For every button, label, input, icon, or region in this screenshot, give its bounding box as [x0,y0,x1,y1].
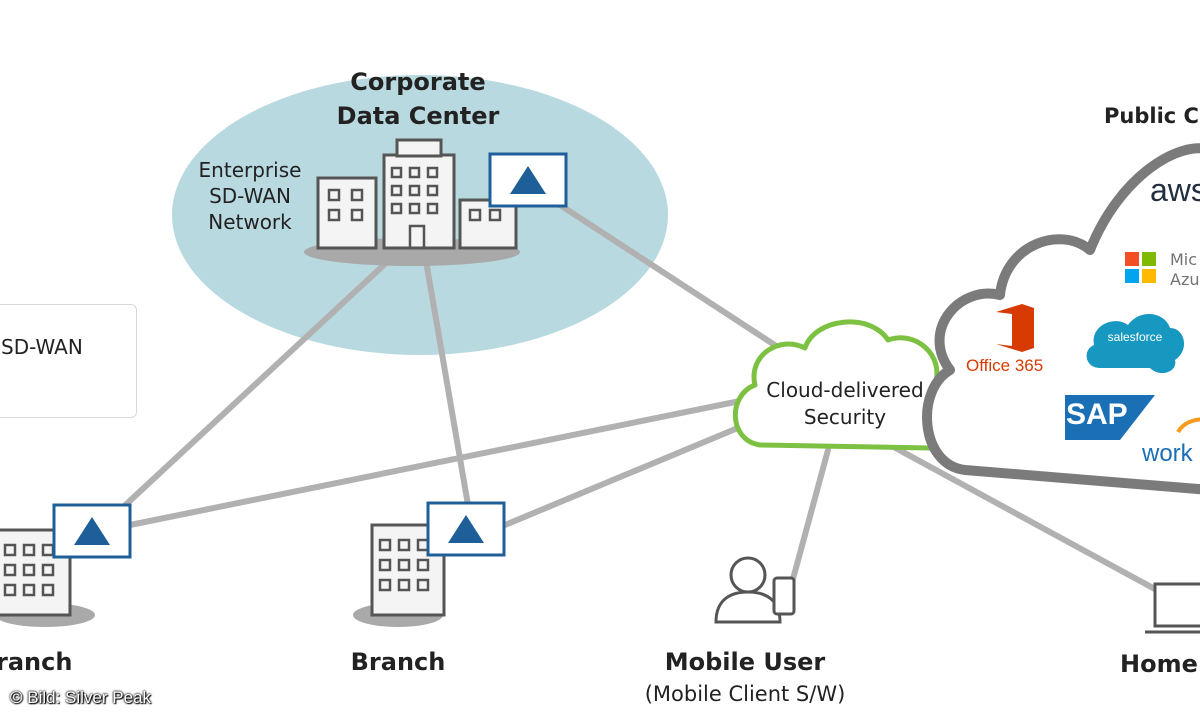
data-center-title-line1: Corporate [350,68,486,96]
link-left-branch-security [127,397,748,528]
center-branch-appliance-icon [426,501,506,557]
salesforce-logo-icon [1086,313,1185,374]
link-security-home [887,442,1178,603]
network-label-line1: Enterprise [198,158,302,182]
left-branch-label: ranch [0,648,73,676]
center-branch-building-icon [353,523,446,627]
left-branch-appliance-icon [52,503,132,559]
home-label: Home [1120,650,1198,678]
legend-label: SD-WAN [1,335,83,359]
microsoft-logo-text-line1: Mic [1170,250,1198,269]
connector-lines [117,202,1178,603]
workday-logo-icon [1176,417,1200,434]
security-label-line2: Security [803,405,887,429]
sap-logo-icon [1065,395,1155,440]
data-center-appliance-icon [488,152,568,208]
legend-box: SD-WAN [0,304,137,418]
public-cloud-title: Public C [1104,104,1199,128]
salesforce-logo-text: salesforce [1107,330,1163,344]
link-security-mobile [787,447,831,593]
link-dc-left-branch [117,247,403,513]
office365-logo-text: Office 365 [966,356,1044,375]
network-label-line3: Network [208,210,292,234]
office365-logo-icon [996,304,1034,352]
link-dc-security [557,202,793,358]
security-label-line1: Cloud-delivered [766,378,924,402]
link-dc-center-branch [422,252,471,508]
left-branch-building-icon [0,528,95,627]
aws-logo-text: aws [1150,172,1200,208]
network-label-line2: SD-WAN [209,184,291,208]
microsoft-logo-icon [1125,252,1156,283]
workday-logo-text: work [1142,440,1193,467]
data-center-title-line2: Data Center [336,102,500,130]
mobile-user-subtitle: (Mobile Client S/W) [644,682,846,706]
microsoft-logo-text-line2: Azu [1170,270,1200,289]
image-credit: © Bild: Silver Peak [10,688,152,707]
center-branch-label: Branch [350,648,446,676]
home-laptop-icon [1145,582,1200,634]
link-center-branch-security [502,422,748,528]
mobile-user-title: Mobile User [664,648,826,676]
sap-logo-text: SAP [1066,398,1128,431]
data-center-buildings-icon [304,138,520,266]
mobile-user-icon [714,556,796,624]
